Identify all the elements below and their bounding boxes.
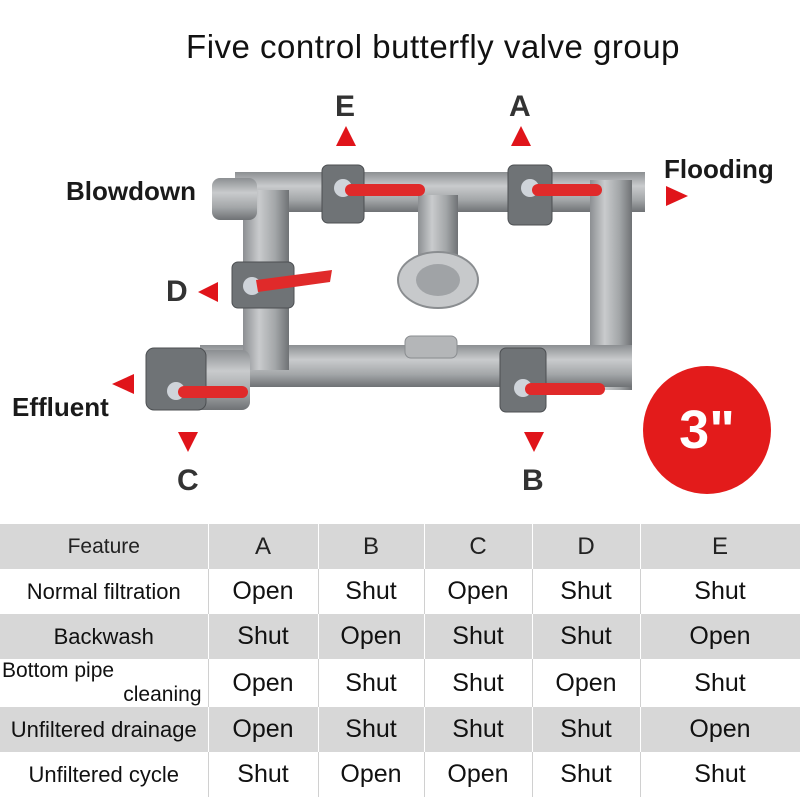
flooding-label: Flooding: [664, 154, 774, 184]
valve-d: [231, 261, 332, 309]
arrow-b-icon: [524, 432, 544, 452]
header-b: B: [318, 524, 425, 569]
cell-state: Open: [318, 614, 425, 659]
cell-state: Shut: [640, 659, 800, 707]
cell-state: Open: [208, 659, 319, 707]
arrow-e-icon: [336, 126, 356, 146]
row-feature-line2: cleaning: [123, 683, 202, 706]
cell-state: Open: [318, 752, 425, 797]
table-row: Unfiltered cycle Shut Open Open Shut Shu…: [0, 752, 800, 797]
row-feature: Normal filtration: [0, 569, 209, 614]
pipe-blowdown-elbow: [212, 178, 257, 220]
table-row: Bottom pipe cleaning Open Shut Shut Open…: [0, 659, 800, 707]
arrow-c-icon: [178, 432, 198, 452]
arrow-flooding-icon: [666, 186, 688, 206]
row-feature: Unfiltered drainage: [0, 707, 209, 752]
table-row: Backwash Shut Open Shut Shut Open: [0, 614, 800, 659]
cell-state: Shut: [424, 707, 533, 752]
cell-state: Open: [424, 569, 533, 614]
cell-state: Open: [640, 614, 800, 659]
cell-state: Shut: [532, 614, 641, 659]
arrow-d-icon: [198, 282, 218, 302]
center-flange-inner: [416, 264, 460, 296]
valve-letter-d: D: [166, 275, 188, 308]
valve-letter-c: C: [177, 464, 199, 497]
cell-state: Open: [208, 707, 319, 752]
row-feature: Unfiltered cycle: [0, 752, 209, 797]
cell-state: Shut: [208, 614, 319, 659]
table-header-row: Feature A B C D E: [0, 524, 800, 569]
table-row: Normal filtration Open Shut Open Shut Sh…: [0, 569, 800, 614]
bottom-center-flange: [404, 335, 458, 359]
size-badge: 3": [643, 366, 771, 494]
row-feature: Backwash: [0, 614, 209, 659]
blowdown-label: Blowdown: [66, 176, 196, 206]
cell-state: Shut: [532, 707, 641, 752]
valve-letter-a: A: [509, 90, 531, 123]
arrow-effluent-icon: [112, 374, 134, 394]
cell-state: Shut: [208, 752, 319, 797]
valve-group-diagram: [112, 126, 688, 452]
header-d: D: [532, 524, 641, 569]
valve-a: [507, 164, 602, 226]
valve-c: [145, 347, 248, 411]
header-a: A: [208, 524, 319, 569]
row-feature-line1: Bottom pipe: [2, 659, 115, 682]
table-row: Unfiltered drainage Open Shut Shut Shut …: [0, 707, 800, 752]
valve-b: [499, 347, 605, 413]
valve-state-table: Feature A B C D E Normal filtration Open…: [0, 524, 800, 797]
header-c: C: [424, 524, 533, 569]
row-feature: Bottom pipe cleaning: [0, 659, 209, 707]
cell-state: Shut: [318, 707, 425, 752]
cell-state: Open: [640, 707, 800, 752]
cell-state: Open: [532, 659, 641, 707]
valve-letter-e: E: [335, 90, 356, 123]
cell-state: Shut: [640, 569, 800, 614]
cell-state: Shut: [318, 569, 425, 614]
cell-state: Shut: [640, 752, 800, 797]
effluent-label: Effluent: [12, 392, 109, 422]
valve-e: [321, 164, 425, 224]
cell-state: Shut: [532, 569, 641, 614]
cell-state: Shut: [318, 659, 425, 707]
cell-state: Shut: [424, 614, 533, 659]
header-e: E: [640, 524, 800, 569]
cell-state: Shut: [532, 752, 641, 797]
header-feature: Feature: [0, 524, 209, 569]
cell-state: Open: [424, 752, 533, 797]
valve-letter-b: B: [522, 464, 544, 497]
cell-state: Shut: [424, 659, 533, 707]
arrow-a-icon: [511, 126, 531, 146]
cell-state: Open: [208, 569, 319, 614]
page-title: Five control butterfly valve group: [186, 28, 680, 65]
